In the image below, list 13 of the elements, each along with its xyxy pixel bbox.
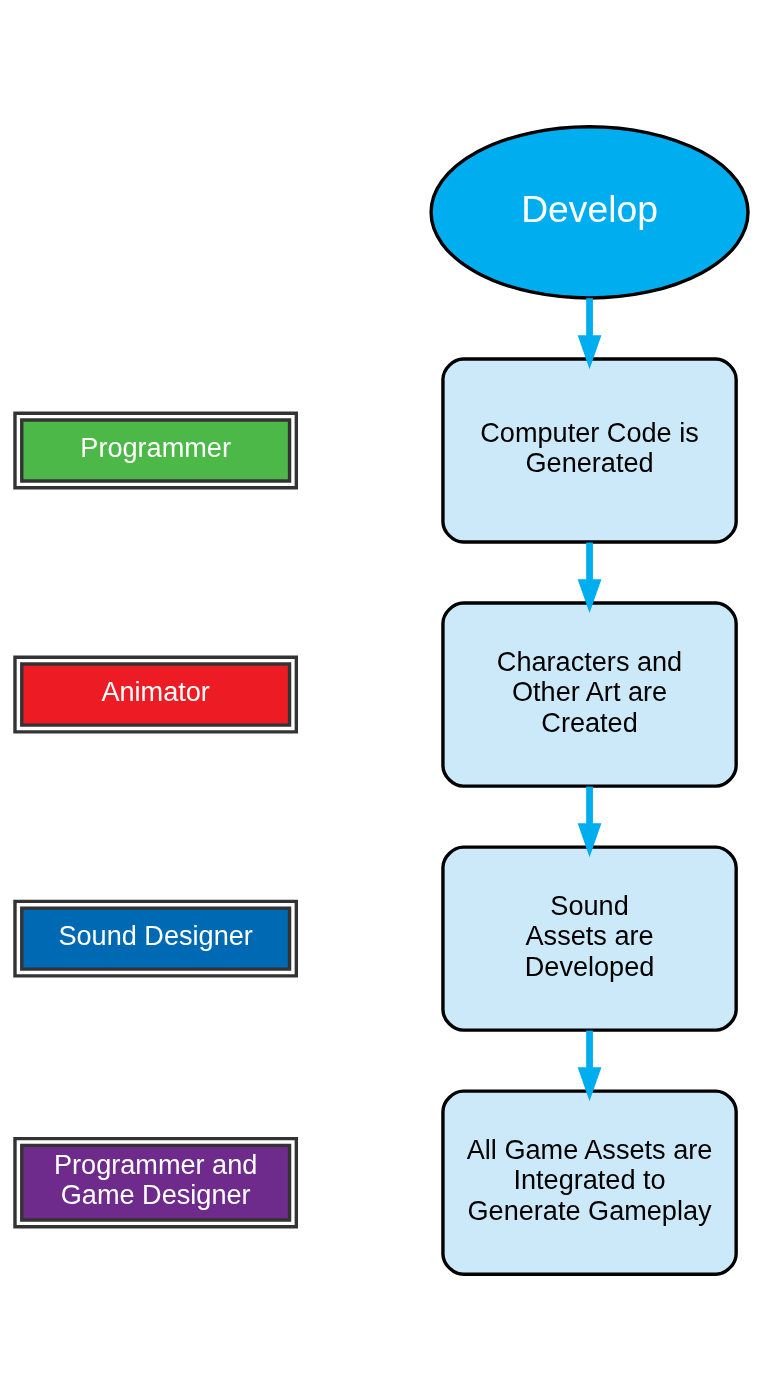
- node-box: Programmer and Game Designer: [13, 1136, 299, 1228]
- node-box: All Game Assets are Integrated to Generate Gameplay: [441, 1088, 738, 1276]
- node-box: Programmer: [13, 411, 299, 489]
- arrow: [577, 542, 602, 613]
- node-box: Sound Designer: [13, 899, 299, 978]
- node-ellipse: Develop: [429, 124, 750, 300]
- node-box: Characters and Other Art are Created: [441, 600, 738, 788]
- node-box: Sound Assets are Developed: [441, 844, 738, 1032]
- arrow: [577, 786, 602, 857]
- arrow: [577, 1030, 602, 1101]
- node-box: Animator: [13, 655, 299, 734]
- node-box: Computer Code is Generated: [441, 356, 738, 544]
- arrow: [577, 297, 602, 369]
